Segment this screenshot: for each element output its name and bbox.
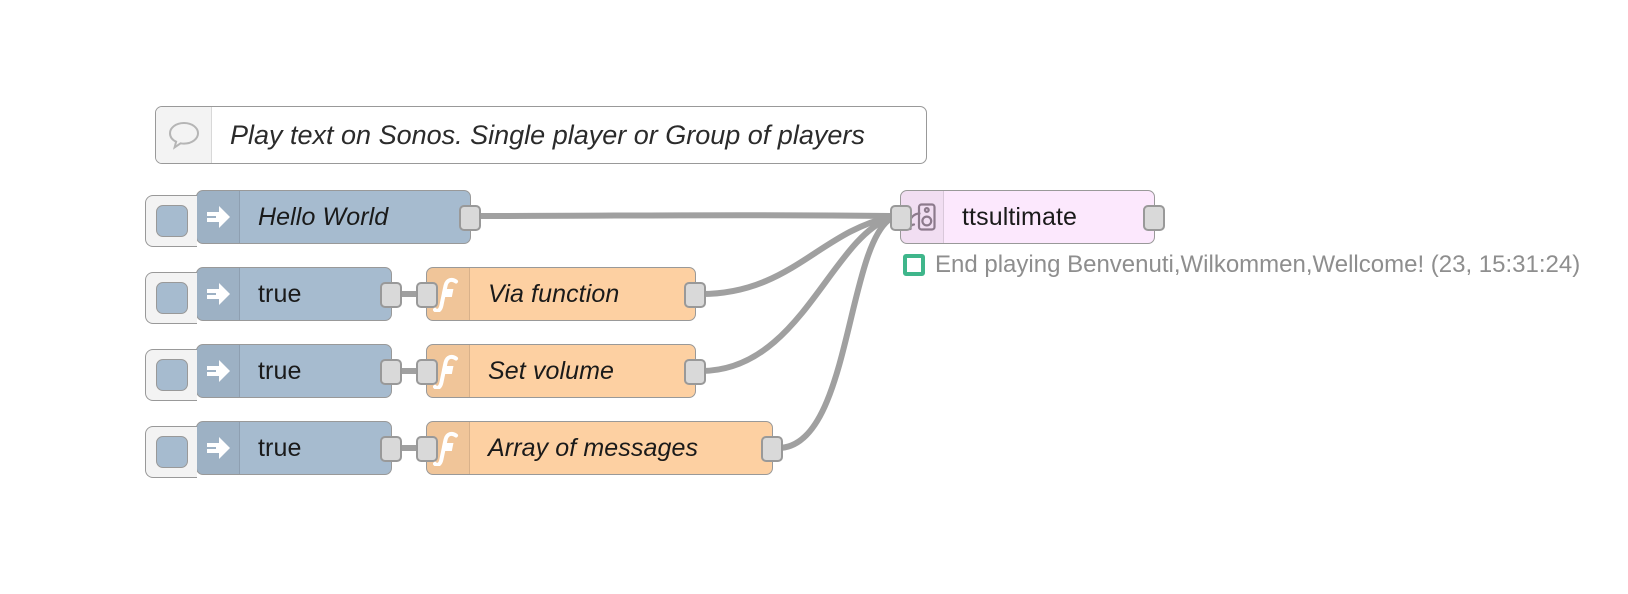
inject-node-true-2[interactable]: true xyxy=(145,344,402,401)
status-ring-green-icon xyxy=(903,254,925,276)
input-port[interactable] xyxy=(416,282,438,308)
inject-node-label: true xyxy=(258,279,302,308)
inject-trigger-button-inner xyxy=(155,282,188,314)
inject-trigger-button-inner xyxy=(155,436,188,468)
inject-trigger-button[interactable] xyxy=(145,349,197,401)
ttsultimate-node[interactable]: ttsultimate xyxy=(890,190,1165,244)
inject-node-label: true xyxy=(258,356,302,385)
inject-trigger-button[interactable] xyxy=(145,195,197,247)
inject-node-true-3[interactable]: true xyxy=(145,421,402,478)
inject-trigger-button-inner xyxy=(155,205,188,237)
inject-arrow-icon xyxy=(197,268,240,320)
output-port[interactable] xyxy=(380,436,402,462)
ttsultimate-node-label: ttsultimate xyxy=(962,202,1078,231)
function-node-via-function[interactable]: Via function xyxy=(416,267,706,321)
comment-text: Play text on Sonos. Single player or Gro… xyxy=(230,119,865,150)
inject-trigger-button[interactable] xyxy=(145,272,197,324)
comment-bubble-icon xyxy=(156,107,212,163)
inject-node-label: true xyxy=(258,433,302,462)
function-node-set-volume[interactable]: Set volume xyxy=(416,344,706,398)
function-f-icon xyxy=(427,268,470,320)
node-status: End playing Benvenuti,Wilkommen,Wellcome… xyxy=(903,251,1580,279)
wire-function1-to-tts xyxy=(698,214,893,297)
wire-function2-to-tts xyxy=(698,215,893,374)
output-port[interactable] xyxy=(684,359,706,385)
status-text: End playing Benvenuti,Wilkommen,Wellcome… xyxy=(935,251,1581,278)
function-node-label: Via function xyxy=(488,279,620,308)
inject-trigger-button[interactable] xyxy=(145,426,197,478)
inject-node-label: Hello World xyxy=(258,202,389,231)
function-node-label: Array of messages xyxy=(488,433,699,462)
input-port[interactable] xyxy=(416,436,438,462)
input-port[interactable] xyxy=(416,359,438,385)
wire-hello-to-tts xyxy=(467,212,893,219)
input-port[interactable] xyxy=(890,205,912,231)
inject-arrow-icon xyxy=(197,422,240,474)
output-port[interactable] xyxy=(684,282,706,308)
inject-node-hello-world[interactable]: Hello World xyxy=(145,190,481,247)
function-node-array-of-messages[interactable]: Array of messages xyxy=(416,421,783,475)
output-port[interactable] xyxy=(459,205,481,231)
output-port[interactable] xyxy=(380,282,402,308)
output-port[interactable] xyxy=(1143,205,1165,231)
function-node-label: Set volume xyxy=(488,356,615,385)
inject-arrow-icon xyxy=(197,345,240,397)
inject-trigger-button-inner xyxy=(155,359,188,391)
output-port[interactable] xyxy=(380,359,402,385)
inject-node-true-1[interactable]: true xyxy=(145,267,402,324)
inject-arrow-icon xyxy=(197,191,240,243)
wire-function3-to-tts xyxy=(775,216,893,451)
output-port[interactable] xyxy=(761,436,783,462)
comment-node[interactable]: Play text on Sonos. Single player or Gro… xyxy=(155,106,927,164)
